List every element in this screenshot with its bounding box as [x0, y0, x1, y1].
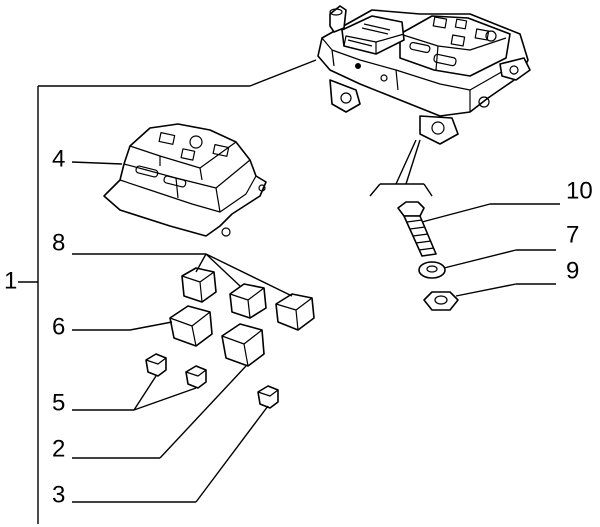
callout-3: 3 [52, 481, 65, 508]
relay-8b [229, 283, 267, 319]
relay-drawings [169, 267, 315, 367]
relay-6 [169, 305, 213, 347]
leader-lines [18, 59, 560, 524]
callout-2: 2 [52, 435, 65, 462]
relay-2 [221, 323, 265, 367]
callout-5: 5 [52, 389, 65, 416]
callout-7: 7 [566, 221, 579, 248]
callouts: 1 4 8 6 5 2 3 10 7 9 [4, 145, 593, 508]
mounting-symbol [369, 139, 433, 197]
fuse-box-cover-drawing [103, 123, 267, 237]
fuse-drawings [145, 353, 279, 409]
callout-8: 8 [52, 229, 65, 256]
relay-8c [275, 293, 315, 331]
callout-1: 1 [4, 267, 17, 294]
control-unit-drawing [317, 5, 531, 145]
callout-4: 4 [52, 145, 65, 172]
relay-8a [181, 267, 217, 303]
callout-9: 9 [566, 257, 579, 284]
fastener-drawings [397, 201, 459, 311]
callout-10: 10 [566, 177, 593, 204]
callout-6: 6 [52, 313, 65, 340]
